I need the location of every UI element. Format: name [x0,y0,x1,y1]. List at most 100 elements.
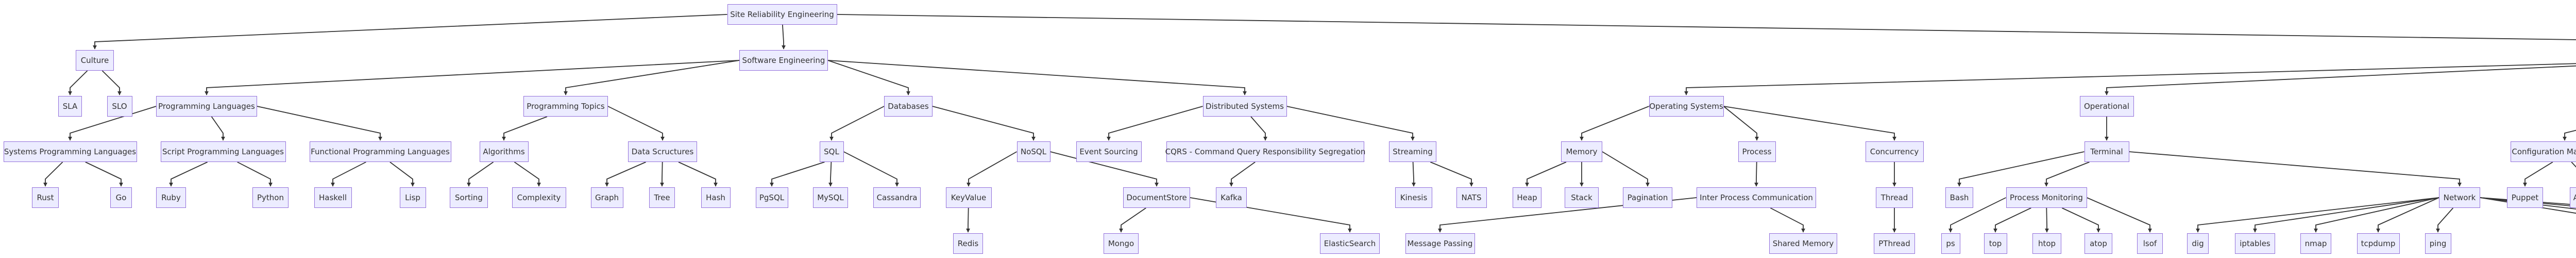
node-nmap: nmap [2300,233,2331,254]
node-complexity: Complexity [512,187,566,208]
edge-script-pl-ruby [169,162,208,187]
node-python: Python [252,187,289,208]
node-top: top [1984,233,2007,254]
edge-streaming-nats [1430,162,1473,187]
edge-operations-operating-systems [1684,63,2576,95]
edge-data-structures-tree [660,162,664,187]
node-programming-languages: Programming Languages [156,96,257,117]
edge-terminal-process-monitoring [2044,162,2090,187]
edge-algorithms-complexity [514,162,541,187]
node-sla: SLA [58,96,82,117]
node-config-mgmt: Configuration Management [2511,141,2576,162]
edge-databases-nosql [932,106,1036,141]
edge-data-structures-graph [605,162,646,187]
node-ping: ping [2425,233,2451,254]
node-heap: Heap [1513,187,1541,208]
node-cqrs: CQRS - Command Query Responsibility Segr… [1165,141,1365,162]
edge-documentstore-elasticsearch [1190,197,1352,233]
node-process-monitoring: Process Monitoring [2006,187,2087,208]
node-operating-systems: Operating Systems [1649,96,1724,117]
edge-sql-cassandra [843,151,899,187]
edge-network-nmap [2314,197,2439,233]
node-terminal: Terminal [2084,141,2129,162]
edge-distributed-systems-streaming [1286,106,1415,141]
edge-nosql-keyvalue [967,151,1017,187]
edge-streaming-kinesis [1412,162,1416,187]
node-sql: SQL [819,141,844,162]
edge-network-traceroute [2480,197,2576,209]
edge-sre-software-engineering [782,24,786,50]
edge-memory-pagination [1602,151,1650,187]
edge-operations-operational [2105,65,2576,95]
edge-operating-systems-concurrency [1723,106,1896,141]
edge-script-pl-python [237,162,273,187]
node-data-structures: Data Scructures [628,141,697,162]
edge-programming-topics-data-structures [607,106,665,141]
node-process: Process [1738,141,1776,162]
node-graph: Graph [590,187,623,208]
edge-operating-systems-process [1723,106,1759,141]
edge-software-engineering-programming-topics [564,60,740,95]
node-script-pl: Script Programming Languages [160,141,286,162]
node-algorithms: Algorithms [479,141,529,162]
node-sre: Site Reliability Engineering [727,4,837,25]
edge-culture-slo [101,70,122,95]
edge-sql-pgsql [770,162,825,187]
node-iptables: iptables [2235,233,2275,254]
node-go: Go [110,187,132,208]
edge-databases-sql [829,106,885,141]
node-functional-pl: Functional Programming Languages [309,141,451,162]
node-message-passing: Message Passing [1405,233,1475,254]
node-mysql: MySQL [813,187,848,208]
node-kafka: Kafka [1216,187,1247,208]
edge-process-monitoring-top [1993,207,2031,233]
node-lsof: lsof [2137,233,2163,254]
node-pgsql: PgSQL [755,187,788,208]
node-documentstore: DocumentStore [1123,187,1190,208]
edge-distributed-systems-event-sourcing [1107,106,1203,141]
node-shared-memory: Shared Memory [1769,233,1837,254]
node-sorting: Sorting [450,187,488,208]
node-operational: Operational [2079,96,2134,117]
node-nats: NATS [1456,187,1487,208]
edge-terminal-bash [1957,151,2084,187]
node-redis: Redis [953,233,983,254]
edge-algorithms-sorting [467,162,494,187]
edge-sre-operations [837,14,2576,40]
edge-cqrs-kafka [1229,162,1256,187]
node-haskell: Haskell [314,187,352,208]
node-network: Network [2439,187,2480,208]
node-ansible: Ansible [2569,187,2576,208]
node-tree: Tree [649,187,675,208]
node-hash: Hash [701,187,731,208]
edge-operating-systems-memory [1580,106,1649,141]
edge-process-monitoring-htop [2045,207,2049,233]
node-cassandra: Cassandra [873,187,921,208]
node-mongo: Mongo [1104,233,1139,254]
node-kinesis: Kinesis [1395,187,1432,208]
node-software-engineering: Software Engineering [739,50,828,71]
edge-programming-topics-algorithms [502,116,548,141]
node-pagination: Pagination [1623,187,1672,208]
node-stack: Stack [1565,187,1599,208]
edge-distributed-systems-cqrs [1250,116,1267,141]
edge-functional-pl-haskell [331,162,366,187]
edge-culture-sla [68,70,88,95]
node-puppet: Puppet [2507,187,2543,208]
edge-process-monitoring-ps [1948,197,2006,233]
edge-memory-heap [1525,162,1567,187]
node-culture: Culture [76,50,114,71]
edge-software-engineering-programming-languages [205,60,740,95]
edge-systems-pl-rust [43,162,63,187]
node-thread: Thread [1876,187,1913,208]
edge-process-monitoring-atop [2061,207,2100,233]
node-rust: Rust [32,187,59,208]
edge-network-iptables [2253,197,2439,233]
edge-infrastructure-as-code-config-mgmt [2563,130,2576,141]
edge-software-engineering-distributed-systems [827,60,1247,95]
node-tcpdump: tcpdump [2357,233,2400,254]
node-htop: htop [2032,233,2061,254]
edge-terminal-network [2129,151,2462,187]
